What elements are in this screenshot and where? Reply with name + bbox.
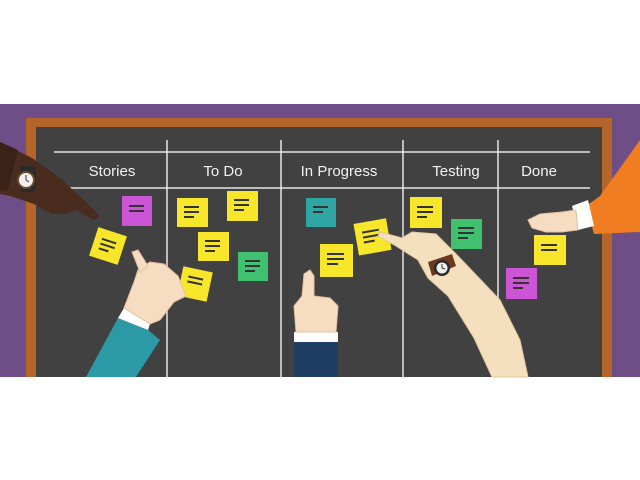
sticky-note-icon [451, 219, 482, 249]
sticky-note-icon [177, 198, 208, 227]
sticky-note-icon [306, 198, 336, 227]
wristwatch-icon [18, 166, 36, 192]
sticky-note-icon [238, 252, 268, 281]
sticky-note-icon [506, 268, 537, 299]
column-header-done: Done [521, 163, 557, 180]
sticky-note-icon [534, 235, 566, 265]
column-header-testing: Testing [432, 163, 480, 180]
sticky-note-icon [198, 232, 229, 261]
column-header-todo: To Do [203, 163, 242, 180]
sticky-note-icon [410, 197, 442, 228]
sticky-note-icon [320, 244, 353, 277]
sticky-note-icon [227, 191, 258, 221]
column-header-stories: Stories [89, 163, 136, 180]
column-header-in-progress: In Progress [301, 163, 378, 180]
sticky-note-icon [122, 196, 152, 226]
